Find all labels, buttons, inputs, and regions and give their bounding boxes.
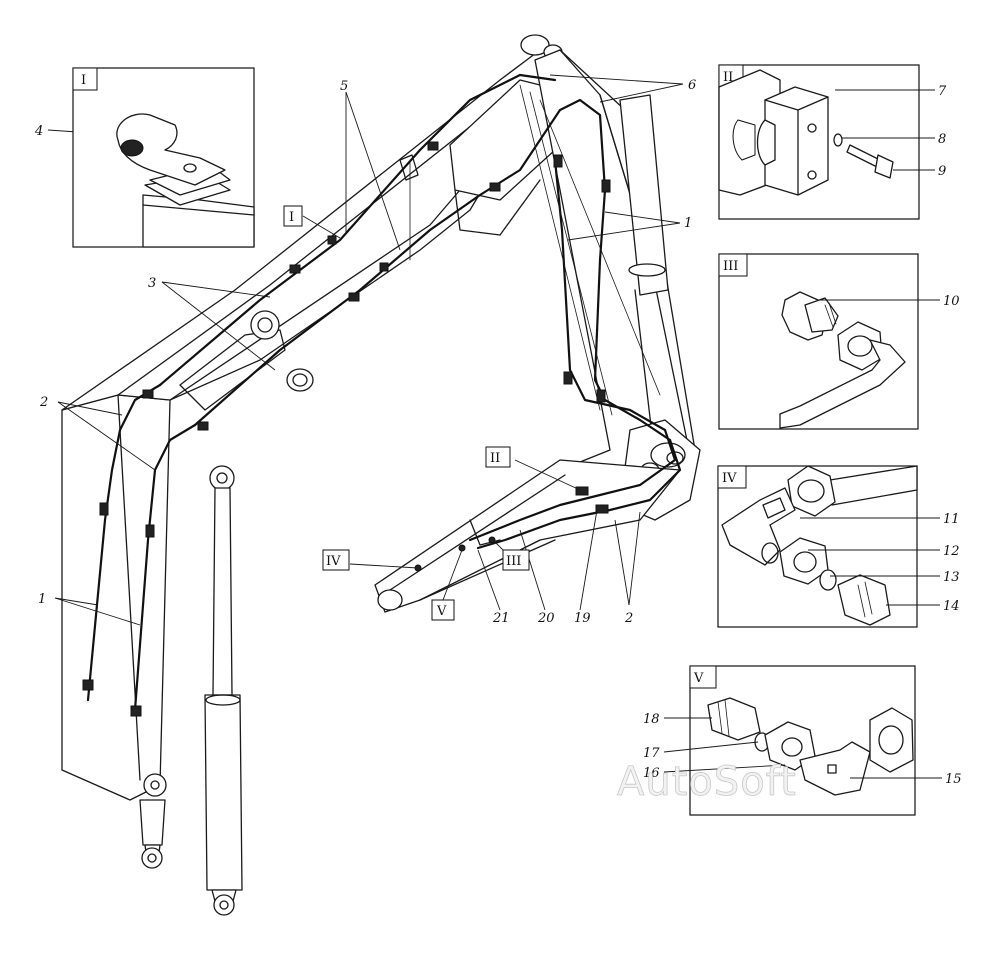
callout-21: 21 <box>492 611 510 626</box>
callout-2-left: 2 <box>39 395 48 410</box>
tag-view-III: III <box>506 554 521 569</box>
detail-V-label: V <box>693 671 704 686</box>
callout-18: 18 <box>643 712 660 727</box>
callout-19: 19 <box>574 611 591 626</box>
callout-8: 8 <box>938 132 946 147</box>
callout-numbers: 1 1 2 2 3 4 5 6 19 20 21 <box>34 78 696 626</box>
tag-view-V: V <box>436 604 447 619</box>
callout-2-right: 2 <box>624 611 633 626</box>
detail-view-V: V 18 17 16 15 <box>643 665 962 816</box>
tag-view-I: I <box>289 210 294 225</box>
tag-view-IV: IV <box>326 554 341 569</box>
detail-view-I: I <box>72 67 255 248</box>
detail-view-IV: IV 11 12 13 14 <box>717 465 960 628</box>
callout-16: 16 <box>643 766 660 781</box>
detail-view-II: II 7 8 9 <box>718 64 947 220</box>
callout-10: 10 <box>943 294 960 309</box>
stick <box>374 49 701 613</box>
callout-5: 5 <box>340 79 348 94</box>
callout-12: 12 <box>943 544 960 559</box>
detail-II-label: II <box>723 70 733 85</box>
callout-20: 20 <box>537 611 555 626</box>
watermark: AutoSoft <box>617 759 797 805</box>
callout-17: 17 <box>643 746 660 761</box>
leader-lines <box>47 74 684 626</box>
callout-13: 13 <box>943 570 960 585</box>
callout-3: 3 <box>148 276 156 291</box>
tag-view-II: II <box>490 451 500 466</box>
callout-14: 14 <box>943 599 960 614</box>
callout-4: 4 <box>34 124 43 139</box>
callout-1-right: 1 <box>684 216 692 231</box>
detail-III-label: III <box>723 259 738 274</box>
boom-cylinder <box>204 465 243 916</box>
callout-7: 7 <box>938 84 947 99</box>
callout-6: 6 <box>688 78 696 93</box>
view-tags: I II III IV V <box>283 205 530 621</box>
hydraulic-lines <box>86 73 682 712</box>
detail-IV-label: IV <box>722 471 737 486</box>
callout-11: 11 <box>943 512 960 527</box>
callout-1-left: 1 <box>38 592 46 607</box>
callout-9: 9 <box>938 164 946 179</box>
detail-view-III: III 10 <box>718 253 960 430</box>
callout-15: 15 <box>945 772 962 787</box>
detail-I-label: I <box>81 73 86 88</box>
